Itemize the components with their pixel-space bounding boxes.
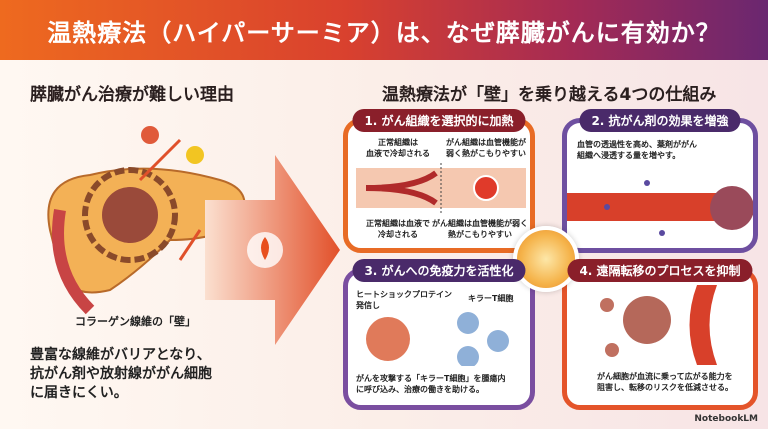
panel-title: 3. がんへの免疫力を活性化 bbox=[352, 259, 526, 282]
label: 正常組織は 血液で冷却される bbox=[366, 138, 430, 158]
left-title: 膵臓がん治療が難しい理由 bbox=[30, 85, 234, 105]
page-title: 温熱療法（ハイパーサーミア）は、なぜ膵臓がんに有効か？ bbox=[47, 18, 721, 47]
vessel-drug-illustration bbox=[567, 180, 753, 236]
blood-vessel-illustration bbox=[356, 163, 526, 213]
label: 正常組織は血液で 冷却される bbox=[366, 219, 430, 239]
left-description: 豊富な線維がバリアとなり、 抗がん剤や放射線ががん細胞 に届きにくい。 bbox=[30, 346, 212, 403]
panel-title: 1. がん組織を選択的に加熱 bbox=[352, 109, 526, 132]
header: 温熱療法（ハイパーサーミア）は、なぜ膵臓がんに有効か？ bbox=[0, 0, 768, 60]
metastasis-illustration bbox=[600, 285, 717, 365]
panel-title: 2. 抗がん剤の効果を増強 bbox=[579, 109, 741, 132]
desc-line: 豊富な線維がバリアとなり、 bbox=[30, 347, 211, 363]
pancreas-illustration bbox=[47, 126, 246, 315]
desc-line: 抗がん剤や放射線ががん細胞 bbox=[30, 366, 212, 382]
panel-metastasis: 4. 遠隔転移のプロセスを抑制 がん細胞が血流に乗って広がる能力を 阻害し、転移… bbox=[562, 259, 758, 410]
panel-text: がん細胞が血流に乗って広がる能力を 阻害し、転移のリスクを低減させる。 bbox=[597, 372, 733, 392]
immune-cells-illustration bbox=[366, 312, 509, 366]
label: ヒートショックプロテイン 発信し bbox=[356, 290, 452, 310]
panel-text: がんを攻撃する「キラーT細胞」を腫瘍内 に呼び込み、治療の働きを助ける。 bbox=[356, 374, 506, 394]
desc-line: に届きにくい。 bbox=[30, 385, 128, 401]
panel-title: 4. 遠隔転移のプロセスを抑制 bbox=[567, 259, 753, 282]
panel-text: 血管の透過性を高め、薬剤ががん 組織へ浸透する量を増やす。 bbox=[577, 140, 697, 160]
label: がん組織は血管機能が弱く 熱がこもりやすい bbox=[432, 219, 528, 239]
panel-selective-heating: 1. がん組織を選択的に加熱 正常組織は 血液で冷却される がん組織は血管機能が… bbox=[343, 109, 535, 253]
right-title: 温熱療法が「壁」を乗り越える4つの仕組み bbox=[382, 85, 717, 105]
collagen-wall-label: コラーゲン線維の「壁」 bbox=[75, 315, 196, 328]
panel-enhance-chemo: 2. 抗がん剤の効果を増強 血管の透過性を高め、薬剤ががん 組織へ浸透する量を増… bbox=[562, 109, 758, 253]
label: がん組織は血管機能が 弱く熱がこもりやすい bbox=[446, 138, 526, 158]
panel-immunity: 3. がんへの免疫力を活性化 ヒートショックプロテイン 発信し キラーT細胞 が… bbox=[343, 259, 535, 410]
label: キラーT細胞 bbox=[468, 294, 514, 303]
flame-icon bbox=[261, 237, 269, 260]
big-arrow-icon bbox=[205, 155, 340, 345]
brand-logo: NotebookLM bbox=[694, 414, 758, 424]
